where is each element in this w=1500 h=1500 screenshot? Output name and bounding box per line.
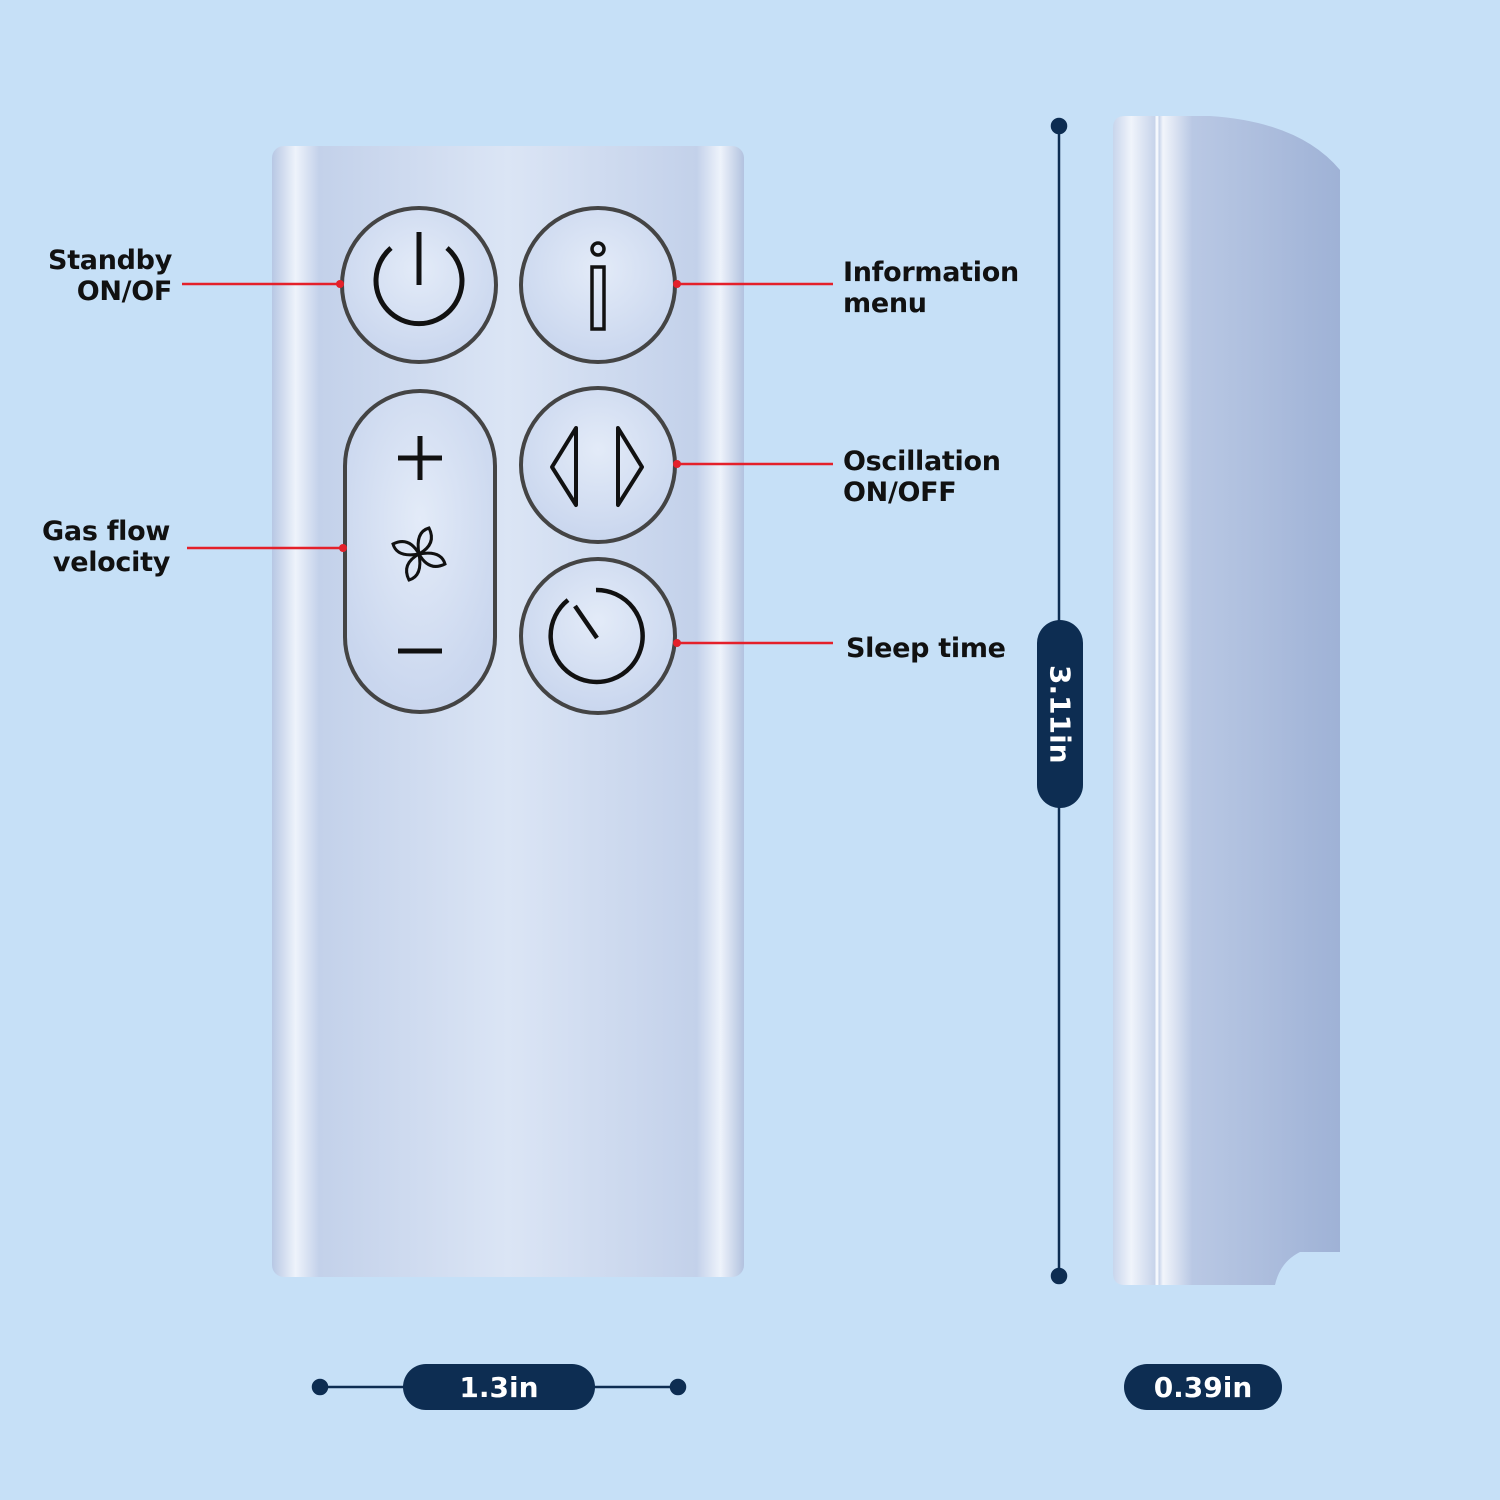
sleep-time-label: Sleep time bbox=[846, 633, 1006, 664]
fan-icon bbox=[391, 526, 447, 582]
standby-button[interactable] bbox=[340, 206, 498, 364]
height-dimension: 3.11in bbox=[1037, 620, 1083, 808]
sleep-timer-button[interactable] bbox=[519, 557, 677, 715]
oscillation-label: Oscillation ON/OFF bbox=[843, 446, 1001, 508]
information-label: Information menu bbox=[843, 257, 1019, 319]
standby-label: Standby ON/OF bbox=[48, 245, 172, 307]
callout-lines bbox=[182, 282, 833, 645]
oscillation-button[interactable] bbox=[519, 386, 677, 544]
plus-icon[interactable] bbox=[398, 436, 442, 480]
gas-flow-label: Gas flow velocity bbox=[42, 516, 170, 578]
gas-flow-button[interactable] bbox=[343, 389, 497, 714]
remote-side bbox=[1113, 116, 1340, 1285]
information-button[interactable] bbox=[519, 206, 677, 364]
width-dimension: 1.3in bbox=[403, 1364, 595, 1410]
remote-front bbox=[272, 146, 744, 1277]
depth-dimension: 0.39in bbox=[1124, 1364, 1282, 1410]
